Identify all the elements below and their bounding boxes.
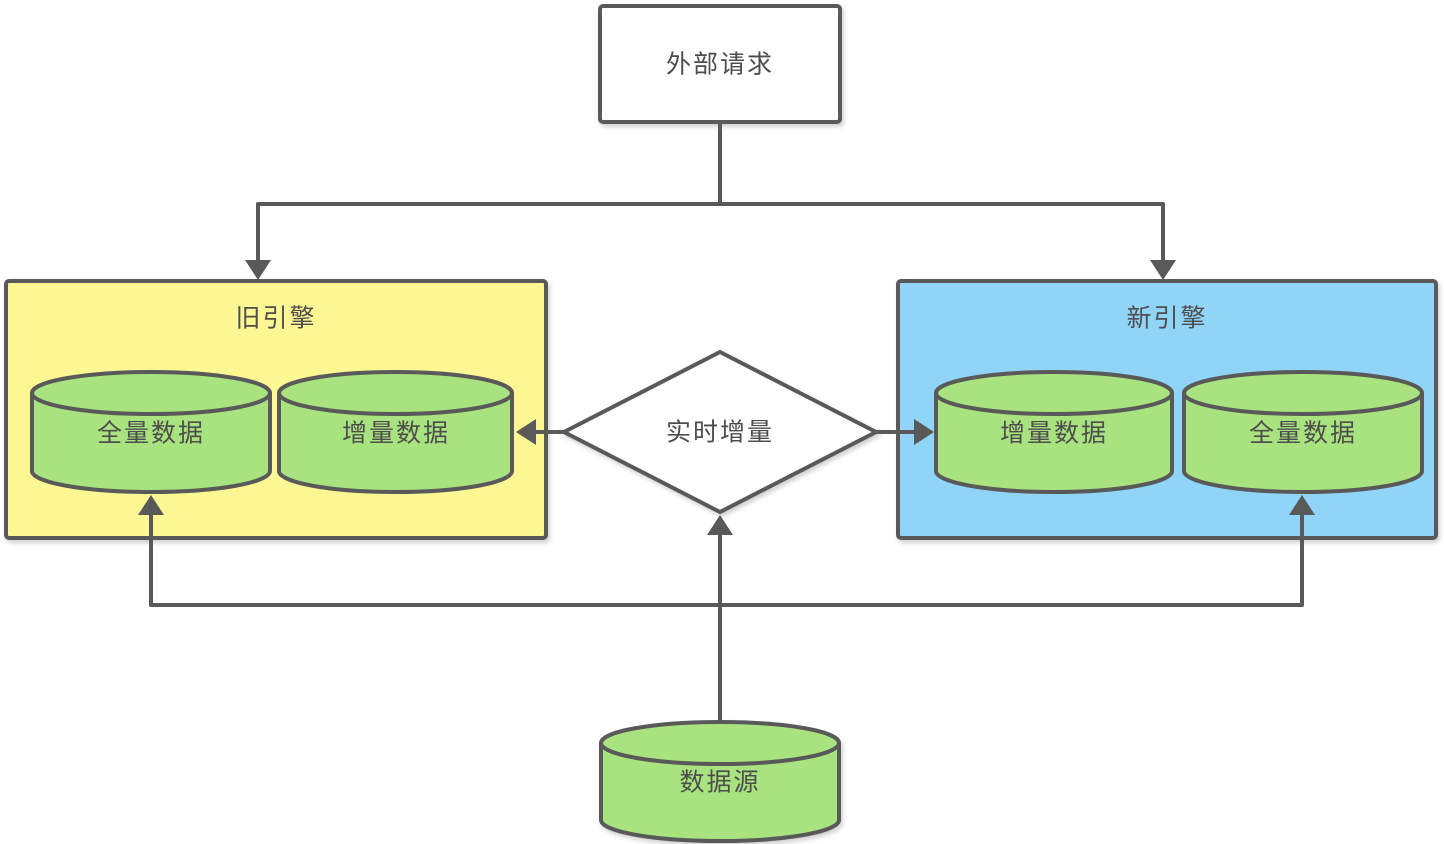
old-engine-full-data-label: 全量数据 [97, 419, 205, 448]
old-engine-container: 旧引擎 全量数据 增量数据 [4, 279, 548, 540]
realtime-increment-node: 实时增量 [559, 349, 881, 515]
cylinder-top [277, 370, 514, 416]
old-engine-label: 旧引擎 [235, 304, 316, 333]
old-engine-incremental-data-label: 增量数据 [342, 419, 450, 448]
cylinder-body [277, 393, 514, 494]
cylinder-top [599, 720, 841, 766]
data-source-cylinder: 数据源 [599, 720, 841, 843]
new-engine-label: 新引擎 [1126, 304, 1207, 333]
arrow-request-to-old-engine [245, 202, 720, 280]
new-engine-incremental-data-label: 增量数据 [1000, 419, 1108, 448]
new-engine-full-data-cylinder: 全量数据 [1182, 370, 1424, 494]
cylinder-body [30, 393, 272, 494]
realtime-increment-label: 实时增量 [666, 418, 774, 447]
cylinder-body [599, 743, 841, 843]
arrow-source-to-old-full [138, 495, 720, 607]
new-engine-incremental-data-cylinder: 增量数据 [934, 370, 1174, 494]
cylinder-body [934, 393, 1174, 494]
arrow-source-to-new-full [720, 495, 1315, 607]
old-engine-incremental-data-cylinder: 增量数据 [277, 370, 514, 494]
connectors-layer [138, 122, 1315, 722]
new-engine-container: 新引擎 增量数据 全量数据 [896, 279, 1438, 540]
old-engine-full-data-cylinder: 全量数据 [30, 370, 272, 494]
arrow-request-to-new-engine [720, 202, 1176, 280]
cylinder-top [934, 370, 1174, 416]
cylinder-top [30, 370, 272, 416]
realtime-increment-diamond [559, 349, 881, 515]
external-request-node: 外部请求 [598, 4, 842, 124]
cylinder-body [1182, 393, 1424, 494]
data-source-label: 数据源 [679, 768, 760, 797]
cylinder-top [1182, 370, 1424, 416]
external-request-label: 外部请求 [666, 50, 774, 79]
new-engine-full-data-label: 全量数据 [1249, 419, 1357, 448]
